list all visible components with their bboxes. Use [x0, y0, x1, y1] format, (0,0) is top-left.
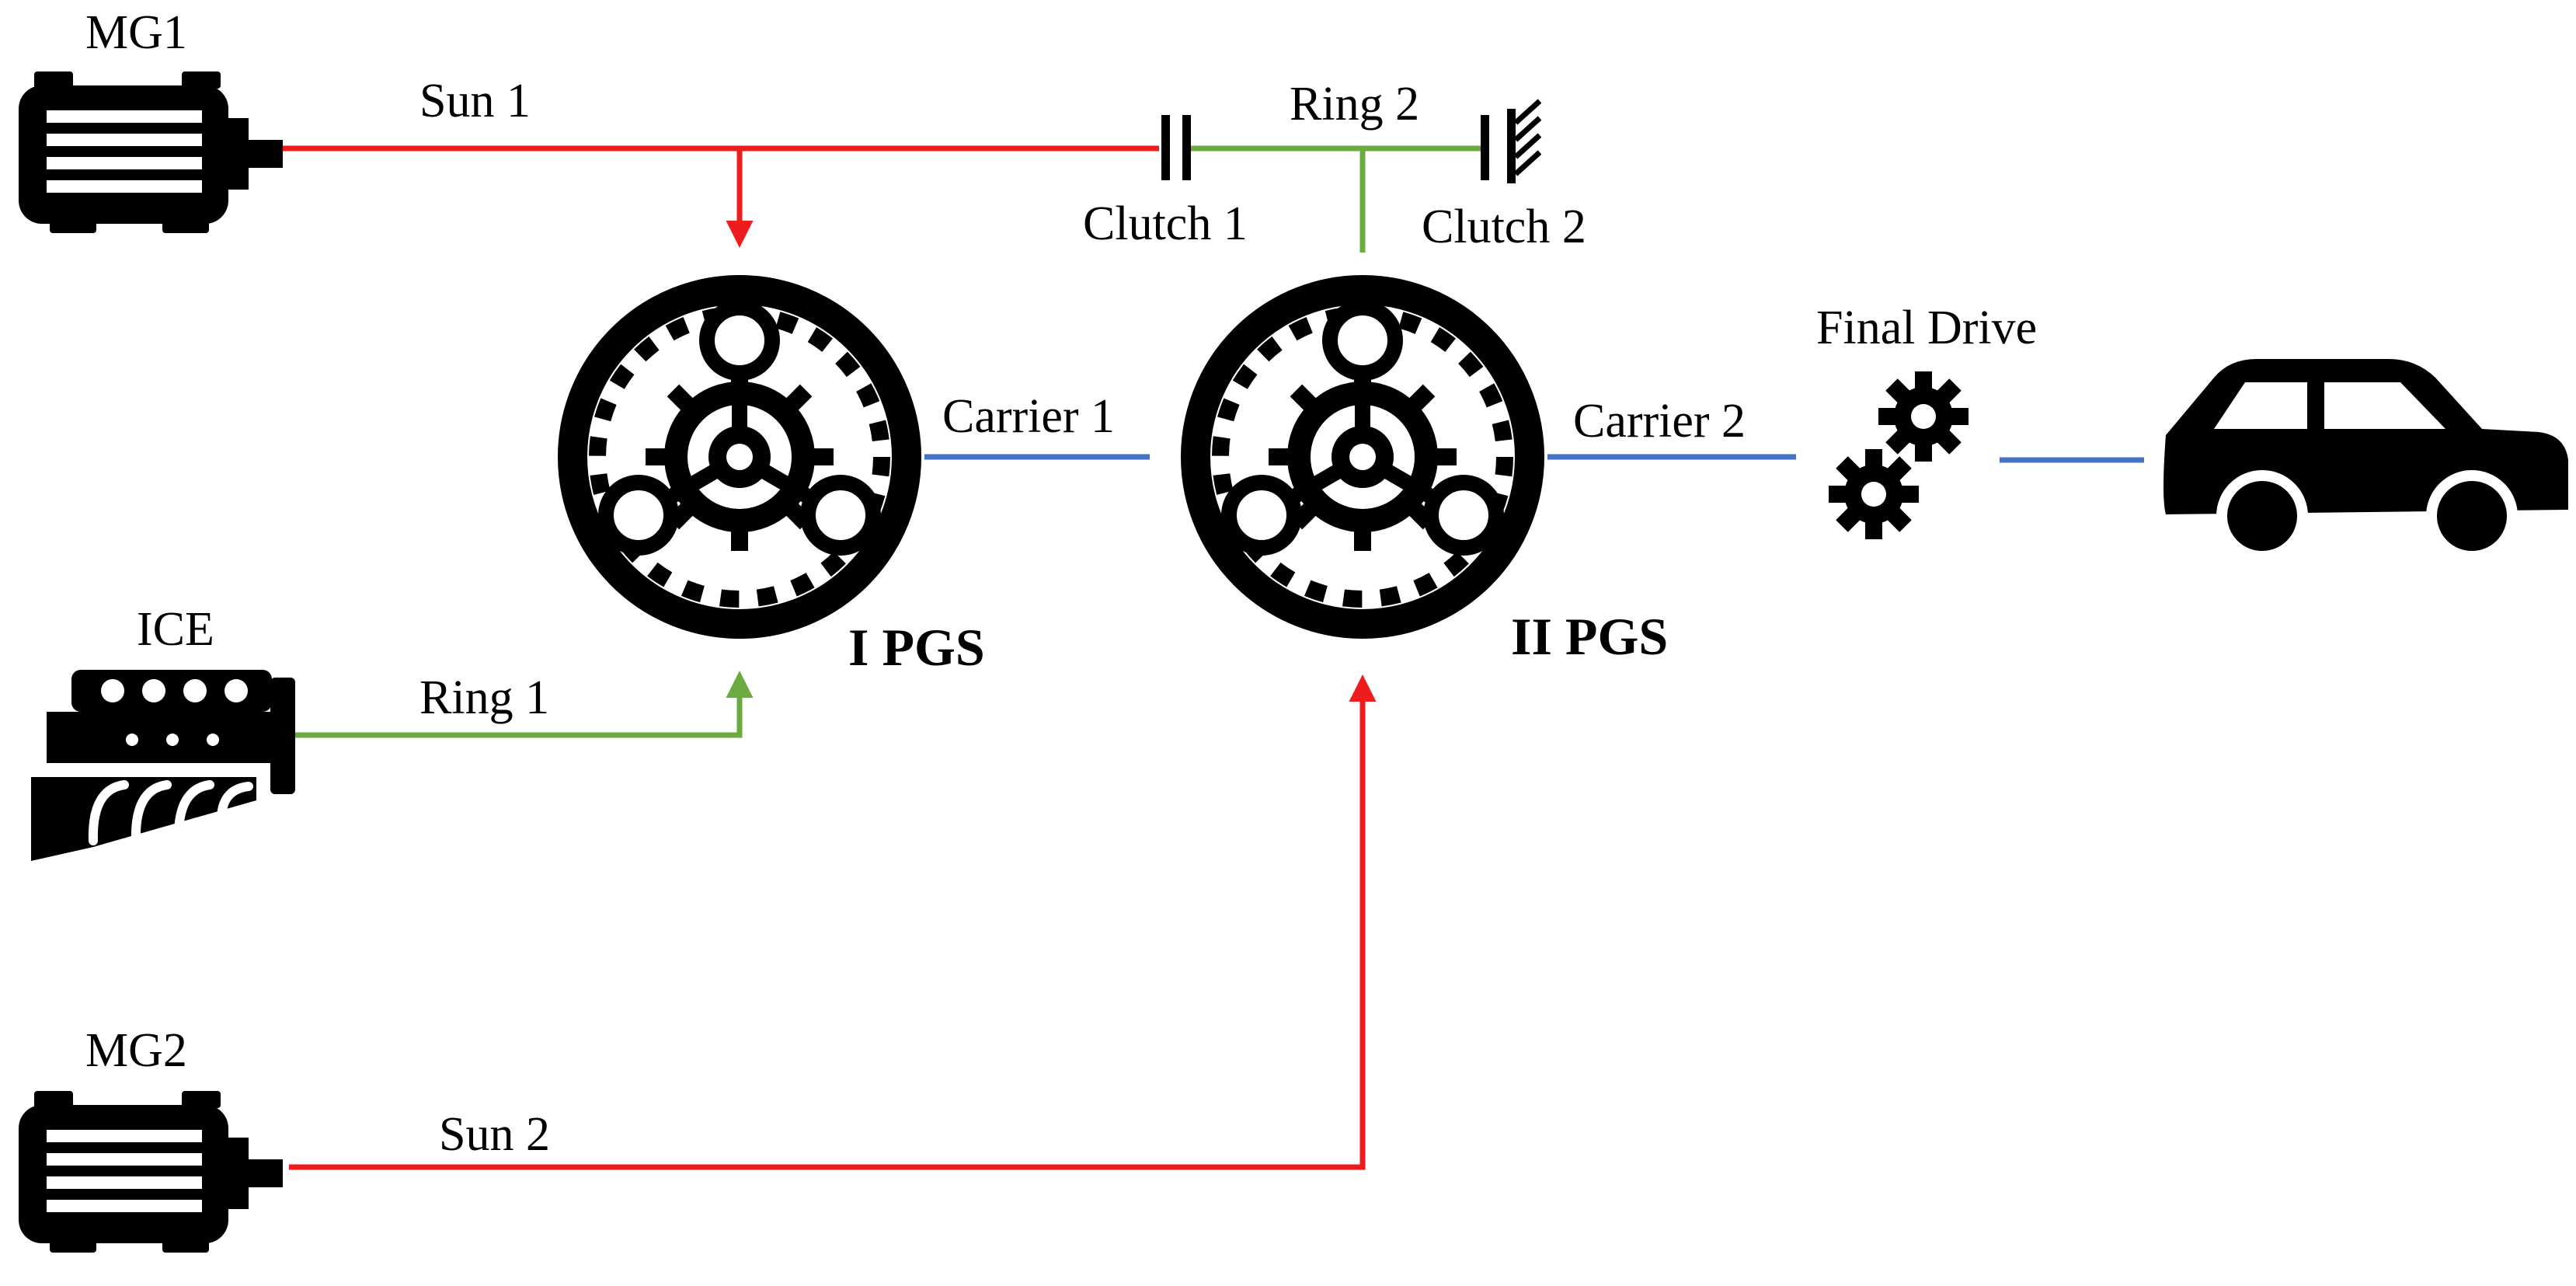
electric-motor-icon	[19, 71, 283, 233]
mg1-label: MG1	[85, 6, 187, 59]
ring2-label: Ring 2	[1290, 78, 1419, 131]
planetary-gear-icon	[573, 290, 907, 624]
ring1-label: Ring 1	[419, 671, 549, 724]
sun1-label: Sun 1	[419, 75, 531, 127]
pgs1-label: I PGS	[848, 618, 985, 677]
sun2-link	[289, 674, 1377, 1170]
clutch1-label: Clutch 1	[1083, 197, 1248, 250]
clutch-icon	[1161, 115, 1191, 180]
pgs2-label: II PGS	[1511, 607, 1668, 666]
mg2-label: MG2	[85, 1024, 187, 1077]
ring1-link	[289, 671, 754, 738]
engine-icon	[31, 670, 295, 861]
car-icon	[2163, 359, 2568, 562]
clutch2-label: Clutch 2	[1422, 200, 1586, 253]
planetary-gear-icon	[1196, 290, 1530, 624]
sun2-label: Sun 2	[439, 1108, 550, 1161]
gears-icon	[1829, 371, 1969, 539]
electric-motor-icon	[19, 1091, 283, 1253]
ice-label: ICE	[137, 603, 214, 656]
carrier2-label: Carrier 2	[1573, 395, 1746, 448]
brake-clutch-icon	[1481, 99, 1542, 183]
final-drive-label: Final Drive	[1816, 301, 2037, 354]
carrier1-label: Carrier 1	[942, 390, 1115, 443]
